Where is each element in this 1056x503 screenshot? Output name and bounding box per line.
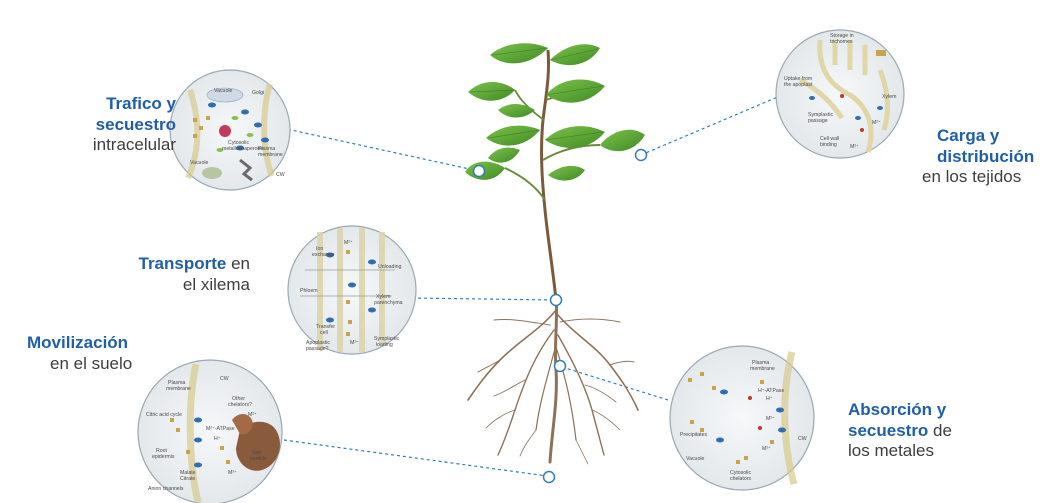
circle-carga: Storage in trichomes Uptake from the apo…	[776, 30, 904, 158]
annotation: the apoplast	[784, 82, 813, 88]
circle-absorcion: Plasma membrane H⁺-ATPase H⁺ Precipitate…	[670, 346, 814, 490]
marker-movilizacion	[544, 472, 555, 483]
annotation: binding	[820, 142, 837, 148]
annotation: CW	[276, 172, 285, 178]
annotation: CW	[798, 436, 807, 442]
annotation: M²⁺	[350, 340, 359, 346]
label-absorcion: Absorción y secuestro de los metales	[848, 400, 1008, 462]
label-movilizacion: Movilización en el suelo	[27, 333, 187, 374]
marker-trafico	[474, 166, 485, 177]
circle-movilizacion: Plasma membrane CW Other chelators? Citr…	[138, 360, 282, 503]
annotation: H⁺-ATPase	[758, 388, 784, 394]
label-trafico: Trafico y secuestro intracelular	[40, 94, 176, 156]
annotation: Precipitates	[680, 432, 708, 438]
annotation: M²⁺	[228, 470, 237, 476]
label-trafico-bold-2: secuestro	[40, 115, 176, 136]
label-carga-bold-2: distribución	[922, 147, 1054, 168]
annotation: membrane	[166, 386, 191, 392]
annotation: exchange	[312, 252, 335, 258]
annotation: chelators?	[228, 402, 252, 408]
annotation: passage?	[306, 346, 329, 352]
annotation: Phloem	[300, 288, 318, 294]
label-trafico-normal: intracelular	[40, 135, 176, 156]
annotation: Unloading	[378, 264, 401, 270]
annotation: Golgi	[252, 90, 264, 96]
label-transporte-normal-2: el xilema	[90, 275, 250, 296]
label-transporte-normal-1: en	[226, 254, 250, 273]
annotation: M²⁺-ATPase	[206, 426, 235, 432]
annotation: membrane	[750, 366, 775, 372]
label-carga-normal: en los tejidos	[922, 167, 1054, 188]
annotation: epidermis	[152, 454, 175, 460]
annotation: Xylem	[882, 94, 896, 100]
annotation: cell	[320, 330, 328, 336]
annotation: M²⁺	[766, 416, 775, 422]
annotation: CW	[220, 376, 229, 382]
annotation: M²⁺	[344, 240, 353, 246]
annotation: Vacuole	[686, 456, 704, 462]
annotation: H⁺	[214, 436, 221, 442]
annotation: Citric acid cycle	[146, 412, 182, 418]
annotation: chelators	[730, 476, 751, 482]
label-carga-bold-1: Carga y	[922, 126, 1054, 147]
annotation: Anion channels	[148, 486, 184, 492]
annotation: M²⁺	[762, 446, 771, 452]
marker-transporte	[551, 295, 562, 306]
label-carga: Carga y distribución en los tejidos	[922, 126, 1054, 188]
label-trafico-bold-1: Trafico y	[40, 94, 176, 115]
annotation: loading	[376, 342, 393, 348]
marker-carga	[636, 150, 647, 161]
annotation: trichomes	[830, 39, 853, 45]
annotation: membrane	[258, 152, 283, 158]
annotation: particle	[250, 456, 267, 462]
connector-carga	[641, 96, 780, 155]
label-transporte-bold: Transporte	[139, 254, 227, 273]
annotation: H⁺	[766, 396, 773, 402]
connector-trafico	[282, 128, 474, 170]
label-absorcion-normal-2: los metales	[848, 441, 1008, 462]
annotation: Vacuole	[190, 160, 208, 166]
annotation: Citrate	[180, 476, 195, 482]
annotation: parenchyma	[374, 300, 403, 306]
annotation: Vacuole	[214, 88, 232, 94]
leaves	[465, 43, 645, 180]
connector-transporte	[412, 298, 556, 300]
annotation: M²⁺	[248, 412, 257, 418]
label-movilizacion-bold: Movilización	[27, 333, 187, 354]
plant	[465, 43, 645, 464]
label-absorcion-normal-1: de	[928, 421, 952, 440]
annotation: M²⁺	[872, 120, 881, 126]
marker-absorcion	[555, 361, 566, 372]
circle-transporte: Ion exchange M²⁺ Unloading Phloem Xylem …	[288, 226, 416, 354]
plant-markers	[474, 150, 647, 483]
label-absorcion-bold-1: Absorción y	[848, 400, 1008, 421]
annotation: passage	[808, 118, 828, 124]
label-transporte: Transporte en el xilema	[90, 254, 250, 295]
annotation: M²⁺	[850, 144, 859, 150]
connector-movilizacion	[284, 440, 547, 476]
circle-trafico: Vacuole Golgi Cytosolic metallochaperone…	[170, 70, 290, 190]
label-movilizacion-normal: en el suelo	[27, 354, 187, 375]
label-absorcion-bold-2: secuestro	[848, 421, 928, 440]
roots	[468, 295, 638, 464]
